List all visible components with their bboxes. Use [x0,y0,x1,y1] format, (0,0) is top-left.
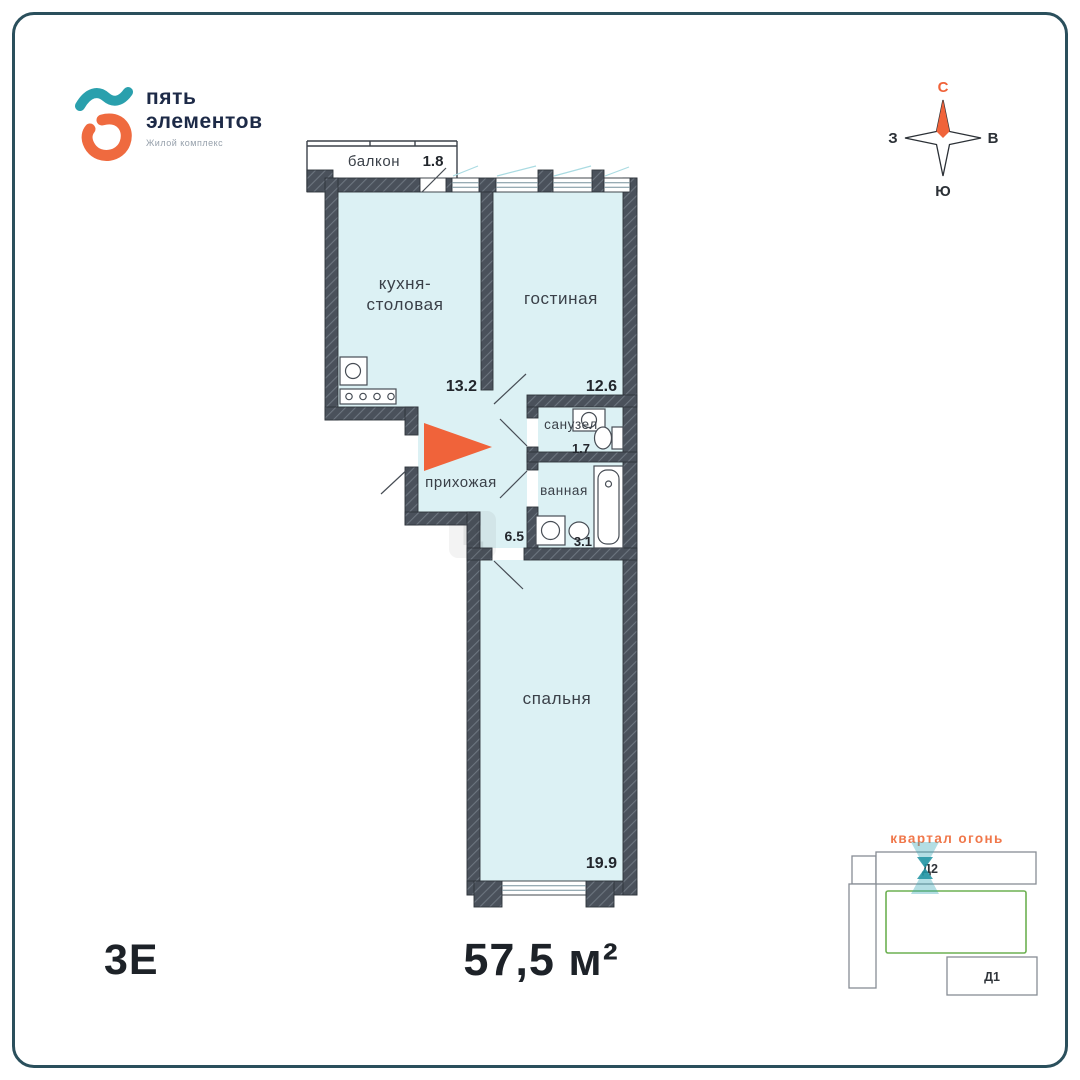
bedroom-label: спальня [523,689,592,708]
bath-door-swing [499,470,528,499]
floor-plan: балкон 1.8 кухня- столовая 13.2 гостиная… [306,140,638,908]
stove-icon [339,388,397,405]
kitchen-sink-icon [339,356,368,386]
minimap-building [848,883,877,989]
bath-sink-icon [568,521,590,541]
minimap-title: квартал огонь [890,831,1004,846]
compass-east-label: В [988,130,999,147]
bath-cabinet-icon [535,515,566,546]
wc-door-swing [499,418,528,447]
total-area-label: 57,5 м² [463,934,619,985]
logo-subtitle: Жилой комплекс [146,138,224,148]
minimap-building-d1 [946,956,1038,996]
minimap-d1-label: Д1 [984,970,1000,984]
compass: С Ю З В [888,79,998,200]
hall-area: 6.5 [505,528,525,544]
bathtub-icon [593,465,624,549]
room-living [493,192,623,395]
balcony-label: балкон [348,153,400,170]
bath-area: 3.1 [574,534,592,549]
watermark-glyph: Ц [462,519,484,552]
bedroom-door-swing [493,560,524,590]
windows [419,165,631,896]
site-minimap: квартал огонь Д2 Д1 [848,831,1038,996]
kitchen-area: 13.2 [446,378,477,395]
wc-label: санузел [544,417,598,432]
balcony-area: 1.8 [423,153,444,170]
logo-title-line2: элементов [146,110,263,133]
living-door-swing [493,373,527,405]
apartment-type-label: 3Е [104,936,159,984]
minimap-location-marker-icon [911,842,939,894]
entrance-arrow-icon [424,423,492,471]
minimap-building-d2 [875,851,1037,885]
living-area: 12.6 [586,378,617,395]
kitchen-label-line2: столовая [366,295,443,314]
washing-machine-icon [572,408,606,432]
minimap-courtyard-outline [885,890,1027,954]
watermark: Ц [449,511,496,558]
bedroom-area: 19.9 [586,855,617,872]
doors [380,167,528,590]
compass-west-label: З [888,130,897,147]
hall-label: прихожая [425,474,497,491]
bath-label: ванная [540,483,588,498]
minimap-building [851,855,877,885]
logo-title-line1: пять [146,86,197,109]
logo-mark-icon [75,87,133,161]
fixtures [339,356,624,549]
compass-south-label: Ю [935,183,950,200]
entrance-door-swing [380,466,411,495]
compass-north-needle-icon [936,100,950,138]
living-label: гостиная [524,289,598,308]
walls [306,169,638,908]
compass-north-label: С [938,79,949,96]
kitchen-label-line1: кухня- [379,274,431,293]
toilet-icon [593,426,624,450]
balcony-door-swing [421,167,447,193]
logo: пять элементов Жилой комплекс [72,80,263,162]
wc-area: 1.7 [572,441,590,456]
room-labels: балкон 1.8 кухня- столовая 13.2 гостиная… [348,153,617,872]
room-bedroom [480,560,623,881]
